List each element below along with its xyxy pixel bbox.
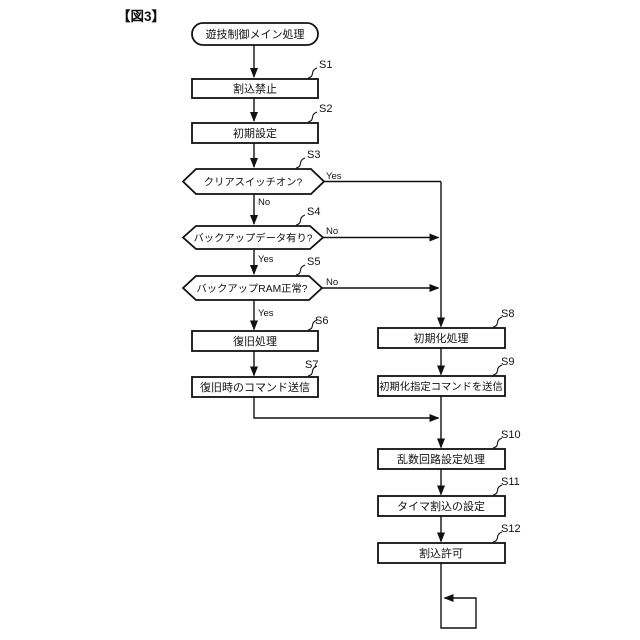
process-box: [377, 448, 506, 470]
step-label: 復旧処理: [233, 335, 277, 348]
step-label: 初期化指定コマンドを送信: [379, 380, 503, 393]
process-box: [377, 495, 506, 517]
leader-squiggle: [307, 67, 318, 79]
step-s1: 割込禁止 S1: [191, 59, 332, 99]
step-label: 割込禁止: [233, 82, 277, 96]
s4-no-label: No: [326, 226, 338, 237]
step-label: 初期設定: [233, 126, 277, 140]
leader-squiggle: [307, 319, 318, 331]
decision-hexagon: [181, 225, 325, 250]
leader-squiggle: [295, 214, 306, 226]
step-s4: バックアップデータ有り? S4: [181, 206, 325, 250]
step-s9: 初期化指定コマンドを送信 S9: [377, 356, 514, 397]
s3-yes-label: Yes: [326, 171, 342, 182]
step-ref: S10: [501, 429, 521, 441]
step-s11: タイマ割込の設定 S11: [377, 476, 520, 517]
s4-yes-label: Yes: [258, 254, 274, 265]
step-ref: S5: [307, 256, 320, 268]
figure-title: 【図3】: [117, 9, 165, 24]
step-ref: S9: [501, 356, 514, 368]
step-s2: 初期設定 S2: [191, 103, 332, 144]
process-box: [191, 78, 319, 99]
decision-hexagon: [181, 168, 326, 195]
process-box: [191, 330, 319, 352]
step-ref: S8: [501, 308, 514, 320]
step-label: バックアップデータ有り?: [194, 232, 313, 245]
step-label: 乱数回路設定処理: [397, 452, 485, 466]
process-box: [377, 327, 506, 349]
leader-squiggle: [295, 264, 306, 276]
step-label: タイマ割込の設定: [397, 499, 485, 513]
step-ref: S12: [501, 523, 521, 535]
process-box: [191, 376, 319, 398]
step-s7: 復旧時のコマンド送信 S7: [191, 359, 319, 398]
leader-squiggle: [492, 316, 503, 328]
leader-squiggle: [295, 157, 306, 169]
terminal-oval: [191, 22, 319, 46]
step-label: クリアスイッチオン?: [204, 177, 303, 189]
s5-yes-label: Yes: [258, 308, 274, 319]
process-box: [377, 375, 506, 397]
step-ref: S4: [307, 206, 320, 218]
decision-hexagon: [181, 275, 324, 301]
start-terminal: 遊技制御メイン処理: [191, 22, 319, 46]
step-ref: S7: [305, 359, 318, 371]
step-ref: S11: [501, 476, 520, 488]
step-s6: 復旧処理 S6: [191, 315, 328, 352]
leader-squiggle: [307, 111, 318, 123]
step-ref: S6: [315, 315, 328, 327]
step-s12: 割込許可 S12: [377, 523, 521, 564]
leader-squiggle: [307, 365, 318, 377]
step-label: 復旧時のコマンド送信: [200, 380, 310, 394]
step-label: バックアップRAM正常?: [197, 282, 308, 295]
leader-squiggle: [492, 484, 503, 496]
step-ref: S1: [319, 59, 332, 71]
connectors: [250, 45, 477, 629]
arrow-s7-merge-right: [253, 397, 440, 422]
step-ref: S2: [319, 103, 332, 115]
branch-labels: Yes No No Yes No Yes: [258, 171, 342, 319]
s3-no-label: No: [258, 197, 270, 208]
leader-squiggle: [492, 531, 503, 543]
step-label: 割込許可: [419, 546, 463, 560]
leader-squiggle: [492, 364, 503, 376]
start-label: 遊技制御メイン処理: [206, 27, 305, 41]
step-ref: S3: [307, 149, 320, 161]
leader-squiggle: [492, 437, 503, 449]
process-box: [191, 122, 319, 144]
s5-no-label: No: [326, 277, 338, 288]
step-s10: 乱数回路設定処理 S10: [377, 429, 521, 470]
step-s5: バックアップRAM正常? S5: [181, 256, 324, 301]
step-s8: 初期化処理 S8: [377, 308, 514, 349]
step-s3: クリアスイッチオン? S3: [181, 149, 326, 195]
process-box: [377, 542, 506, 564]
loop-back-path: [440, 563, 477, 629]
step-label: 初期化処理: [414, 331, 469, 345]
